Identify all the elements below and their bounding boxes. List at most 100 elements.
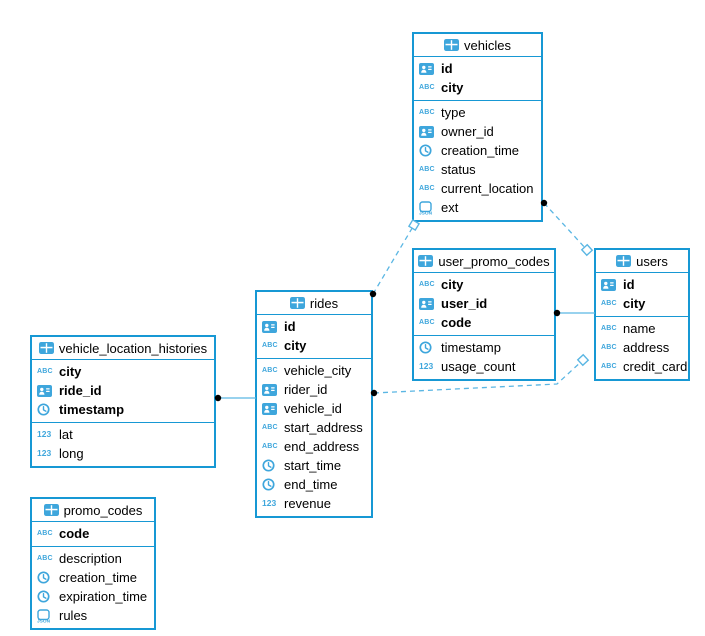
field-row: ABC city bbox=[257, 336, 371, 355]
id-badge-icon bbox=[419, 62, 436, 75]
field-name: city bbox=[284, 338, 307, 353]
field-row: ABC city bbox=[596, 294, 688, 313]
field-row: end_time bbox=[257, 475, 371, 494]
field-name: timestamp bbox=[59, 402, 125, 417]
table-header: vehicle_location_histories bbox=[32, 337, 214, 360]
field-name: long bbox=[59, 446, 84, 461]
field-name: start_address bbox=[284, 420, 363, 435]
field-row: 123 lat bbox=[32, 425, 214, 444]
field-row: start_time bbox=[257, 456, 371, 475]
field-name: timestamp bbox=[441, 340, 501, 355]
number-type-icon: 123 bbox=[37, 429, 52, 440]
field-row: rider_id bbox=[257, 380, 371, 399]
field-name: ride_id bbox=[59, 383, 102, 398]
table-name: vehicle_location_histories bbox=[58, 340, 208, 356]
id-badge-icon bbox=[262, 383, 279, 396]
clock-icon bbox=[262, 478, 279, 491]
text-type-icon: ABC bbox=[262, 367, 278, 374]
text-type-icon: ABC bbox=[262, 443, 278, 450]
field-name: start_time bbox=[284, 458, 342, 473]
field-name: current_location bbox=[441, 181, 534, 196]
field-name: code bbox=[441, 315, 472, 330]
field-name: end_time bbox=[284, 477, 338, 492]
number-type-icon: 123 bbox=[262, 498, 277, 509]
clock-icon bbox=[419, 341, 436, 354]
field-name: user_id bbox=[441, 296, 488, 311]
field-row: timestamp bbox=[414, 338, 554, 357]
text-type-icon: ABC bbox=[419, 281, 435, 288]
field-name: type bbox=[441, 105, 466, 120]
table-header: promo_codes bbox=[32, 499, 154, 522]
field-row: creation_time bbox=[414, 141, 541, 160]
field-name: creation_time bbox=[441, 143, 520, 158]
field-row: ABC vehicle_city bbox=[257, 361, 371, 380]
field-row: id bbox=[596, 275, 688, 294]
field-name: id bbox=[284, 319, 296, 334]
text-type-icon: ABC bbox=[419, 166, 435, 173]
field-name: city bbox=[59, 364, 82, 379]
table-header: rides bbox=[257, 292, 371, 315]
table-icon bbox=[444, 39, 460, 51]
text-type-icon: ABC bbox=[419, 109, 435, 116]
svg-text:JSON: JSON bbox=[37, 618, 50, 622]
table-header: user_promo_codes bbox=[414, 250, 554, 273]
text-type-icon: ABC bbox=[601, 344, 617, 351]
field-name: lat bbox=[59, 427, 73, 442]
field-name: city bbox=[623, 296, 646, 311]
field-name: end_address bbox=[284, 439, 360, 454]
id-badge-icon bbox=[37, 384, 54, 397]
id-badge-icon bbox=[262, 402, 279, 415]
table-header: vehicles bbox=[414, 34, 541, 57]
field-name: name bbox=[623, 321, 656, 336]
json-type-icon: JSON bbox=[37, 608, 54, 623]
relationship-line-rides-vehicles[interactable] bbox=[372, 224, 415, 295]
field-name: address bbox=[623, 340, 670, 355]
field-row: user_id bbox=[414, 294, 554, 313]
field-name: creation_time bbox=[59, 570, 138, 585]
field-name: rules bbox=[59, 608, 88, 623]
table-icon bbox=[38, 342, 54, 354]
svg-text:JSON: JSON bbox=[419, 210, 432, 214]
text-type-icon: ABC bbox=[601, 363, 617, 370]
table-name: vehicles bbox=[464, 37, 511, 53]
field-name: owner_id bbox=[441, 124, 494, 139]
field-row: ABC credit_card bbox=[596, 357, 688, 376]
field-name: credit_card bbox=[623, 359, 688, 374]
table-name: promo_codes bbox=[63, 502, 143, 518]
field-row: id bbox=[414, 59, 541, 78]
text-type-icon: ABC bbox=[262, 342, 278, 349]
field-name: city bbox=[441, 277, 464, 292]
field-row: JSON rules bbox=[32, 606, 154, 625]
table-icon bbox=[616, 255, 632, 267]
text-type-icon: ABC bbox=[601, 300, 617, 307]
field-name: vehicle_city bbox=[284, 363, 352, 378]
relationship-line-vehicles-users[interactable] bbox=[543, 202, 588, 251]
field-row: owner_id bbox=[414, 122, 541, 141]
id-badge-icon bbox=[262, 320, 279, 333]
field-row: ABC address bbox=[596, 338, 688, 357]
field-row: timestamp bbox=[32, 400, 214, 419]
